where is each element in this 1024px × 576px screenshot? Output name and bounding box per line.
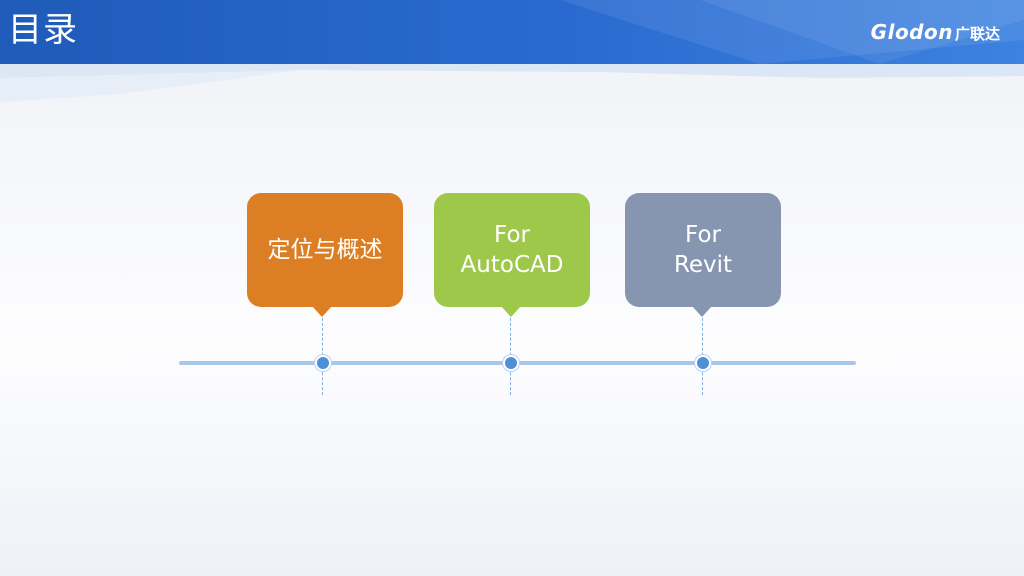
callout-autocad-pointer <box>501 306 521 317</box>
timeline-dot-2 <box>503 355 519 371</box>
logo-chinese: 广联达 <box>954 25 1000 43</box>
callout-overview-line1: 定位与概述 <box>267 237 383 263</box>
callout-overview[interactable]: 定位与概述 <box>247 193 403 317</box>
header-bar: 目录 Glodon 广联达 <box>0 0 1024 64</box>
timeline-dot-1 <box>315 355 331 371</box>
page-title: 目录 <box>8 10 78 50</box>
callout-autocad-line1: For <box>494 222 530 248</box>
header-band-decoration <box>0 64 1024 102</box>
callout-revit[interactable]: For Revit <box>625 193 781 317</box>
callout-revit-pointer <box>692 306 712 317</box>
timeline-dot-3 <box>695 355 711 371</box>
callout-revit-line2: Revit <box>673 252 733 278</box>
glodon-logo: Glodon 广联达 <box>871 20 1000 44</box>
callout-overview-pointer <box>312 306 332 317</box>
callout-autocad[interactable]: For AutoCAD <box>434 193 590 317</box>
callout-autocad-line2: AutoCAD <box>460 252 564 278</box>
callout-revit-line1: For <box>685 222 721 248</box>
logo-wordmark: Glodon <box>870 20 953 44</box>
